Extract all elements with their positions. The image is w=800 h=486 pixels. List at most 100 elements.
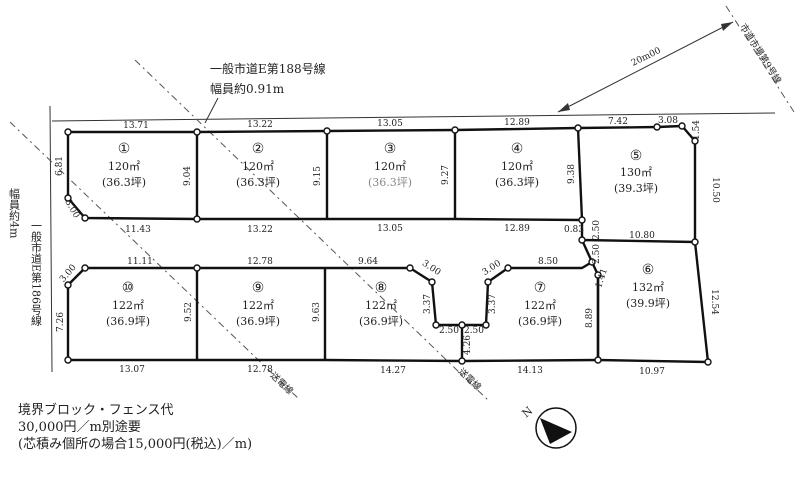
lot-5: ⑤ 130㎡ (39.3坪) bbox=[614, 148, 658, 195]
lot-area: 120㎡ bbox=[108, 160, 140, 173]
node bbox=[578, 216, 586, 224]
node bbox=[406, 264, 414, 272]
node bbox=[64, 194, 72, 202]
lot-6: ⑥ 132㎡ (39.9坪) bbox=[626, 262, 670, 310]
node bbox=[594, 271, 602, 279]
dim-label: 9.52 bbox=[184, 302, 194, 322]
lot-7: ⑦ 122㎡ (36.9坪) bbox=[518, 280, 562, 328]
node bbox=[484, 278, 492, 286]
note-line: 境界ブロック・フェンス代 bbox=[18, 403, 174, 418]
node bbox=[64, 356, 72, 364]
power-line-left bbox=[9, 121, 301, 401]
boundary-nodes bbox=[64, 122, 712, 366]
dim-label: 10.80 bbox=[629, 231, 655, 241]
lot-number: ④ bbox=[511, 141, 524, 157]
node bbox=[458, 357, 466, 365]
dim-label: 7.42 bbox=[608, 117, 628, 127]
lot-tsubo: (36.9坪) bbox=[236, 315, 280, 328]
node bbox=[594, 356, 602, 364]
node bbox=[81, 264, 89, 272]
node bbox=[81, 214, 89, 222]
node bbox=[64, 128, 72, 136]
lot-tsubo: (39.3坪) bbox=[614, 182, 658, 195]
lot-tsubo: (36.3坪) bbox=[495, 176, 539, 189]
node bbox=[691, 137, 699, 145]
dim-label: 3.37 bbox=[488, 294, 498, 314]
dim-label: 9.64 bbox=[358, 257, 378, 267]
top-road-width: 幅員約0.91m bbox=[210, 81, 285, 96]
lot-tsubo: (36.9坪) bbox=[106, 315, 150, 328]
lot-number: ① bbox=[118, 141, 131, 157]
dim-label: 11.43 bbox=[125, 225, 151, 235]
lot-number: ⑥ bbox=[642, 262, 655, 278]
dim-label: 0.83 bbox=[564, 225, 584, 235]
lot-area: 122㎡ bbox=[242, 299, 274, 312]
dim-label: 12.89 bbox=[504, 224, 530, 234]
top-road-name: 一般市道E第188号線 bbox=[210, 61, 326, 76]
node bbox=[432, 321, 440, 329]
lot-6-upper-edge bbox=[580, 239, 594, 263]
lot-area: 122㎡ bbox=[524, 299, 556, 312]
node bbox=[193, 215, 201, 223]
dim-label: 12.78 bbox=[247, 257, 273, 267]
compass-needle-icon bbox=[540, 418, 572, 444]
dim-label: 13.22 bbox=[247, 225, 273, 235]
dim-label: 4.26 bbox=[463, 335, 473, 355]
note-line: 30,000円／m別途要 bbox=[18, 420, 141, 435]
node bbox=[653, 123, 661, 131]
lot-area: 120㎡ bbox=[501, 160, 533, 173]
divider-4-5 bbox=[576, 127, 584, 221]
dim-label: 2.50 bbox=[464, 326, 484, 336]
lot-8: ⑧ 122㎡ (36.9坪) bbox=[359, 280, 403, 328]
node bbox=[574, 124, 582, 132]
dim-label: 2.50 bbox=[439, 326, 459, 336]
left-road-edge bbox=[49, 105, 53, 373]
dim-label: 6.81 bbox=[55, 156, 65, 176]
right-road-centerline bbox=[725, 5, 795, 113]
node bbox=[193, 128, 201, 136]
lot-area: 122㎡ bbox=[365, 299, 397, 312]
lot-number: ⑧ bbox=[375, 280, 388, 296]
node bbox=[428, 278, 436, 286]
lot-tsubo: (36.3坪) bbox=[102, 176, 146, 189]
node bbox=[578, 236, 586, 244]
node bbox=[458, 321, 466, 329]
dim-label: 13.22 bbox=[247, 120, 273, 130]
right-road-offset: 20m00 bbox=[630, 46, 663, 69]
lot-3: ③ 120㎡ (36.3坪) bbox=[368, 141, 412, 189]
dim-label: 2.50 bbox=[592, 220, 602, 240]
dim-label: 7.26 bbox=[56, 312, 66, 332]
dim-label: 10.97 bbox=[639, 367, 665, 377]
node bbox=[451, 126, 459, 134]
node bbox=[323, 127, 331, 135]
top-road-edge bbox=[51, 112, 776, 122]
lot-number: ⑤ bbox=[630, 148, 643, 164]
dim-label: 3.00 bbox=[62, 198, 81, 221]
offset-arrowhead-b bbox=[721, 22, 733, 31]
dim-label: 9.04 bbox=[183, 166, 193, 186]
power-line-center bbox=[134, 59, 491, 403]
lot-area: 130㎡ bbox=[620, 166, 652, 179]
dim-label: 12.89 bbox=[504, 118, 530, 128]
lot-2: ② 120㎡ (36.3坪) bbox=[236, 141, 280, 189]
dim-label: 8.50 bbox=[538, 257, 558, 267]
fence-cost-note: 境界ブロック・フェンス代 30,000円／m別途要 (芯積み個所の場合15,00… bbox=[18, 402, 252, 453]
left-road-width: 幅員約4m bbox=[8, 188, 21, 239]
dim-label: 9.27 bbox=[441, 165, 451, 185]
dim-label: 13.05 bbox=[377, 224, 403, 234]
lot-number: ⑨ bbox=[252, 280, 265, 296]
dim-label: 1.54 bbox=[692, 120, 702, 140]
lot-area: 122㎡ bbox=[112, 299, 144, 312]
lot-number: ⑦ bbox=[534, 280, 547, 296]
power-line-center-label: 送電線 bbox=[456, 366, 484, 393]
dim-label: 9.63 bbox=[312, 302, 322, 322]
dim-label: 3.08 bbox=[658, 116, 678, 126]
lot-tsubo: (36.3坪) bbox=[236, 176, 280, 189]
dim-label: 13.05 bbox=[377, 119, 403, 129]
node bbox=[588, 258, 596, 266]
right-road-name: 市道市場第9号線 bbox=[737, 21, 784, 86]
dim-label: 2.50 bbox=[592, 244, 602, 264]
dim-label: 14.27 bbox=[380, 366, 406, 376]
node bbox=[193, 264, 201, 272]
dim-label: 8.89 bbox=[585, 308, 595, 328]
